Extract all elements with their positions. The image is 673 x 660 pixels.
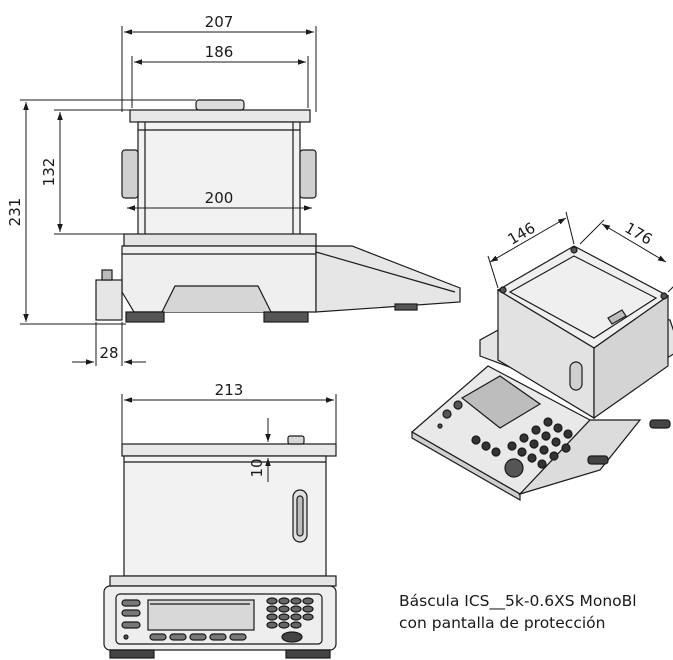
side-dimension-lines xyxy=(20,26,317,366)
dim-foot-offset: 28 xyxy=(99,344,118,362)
side-view xyxy=(95,99,461,323)
dim-width-inner: 200 xyxy=(205,189,234,207)
dim-height-shield: 132 xyxy=(40,158,58,187)
dim-width-front: 213 xyxy=(215,381,244,399)
caption-line-1: Báscula ICS__5k-0.6XS MonoBl xyxy=(399,592,637,610)
dim-iso-width: 176 xyxy=(622,219,656,249)
dim-width-overall: 207 xyxy=(205,13,234,31)
iso-dimension-lines xyxy=(487,211,673,293)
dim-top-height: 10 xyxy=(248,458,266,477)
dim-width-shield: 186 xyxy=(205,43,234,61)
front-dimension-lines xyxy=(121,394,337,482)
caption-line-2: con pantalla de protección xyxy=(399,614,606,632)
caption: Báscula ICS__5k-0.6XS MonoBl con pantall… xyxy=(399,590,673,634)
isometric-view xyxy=(410,245,673,502)
dim-height-overall: 231 xyxy=(6,198,24,227)
front-view xyxy=(103,435,337,659)
